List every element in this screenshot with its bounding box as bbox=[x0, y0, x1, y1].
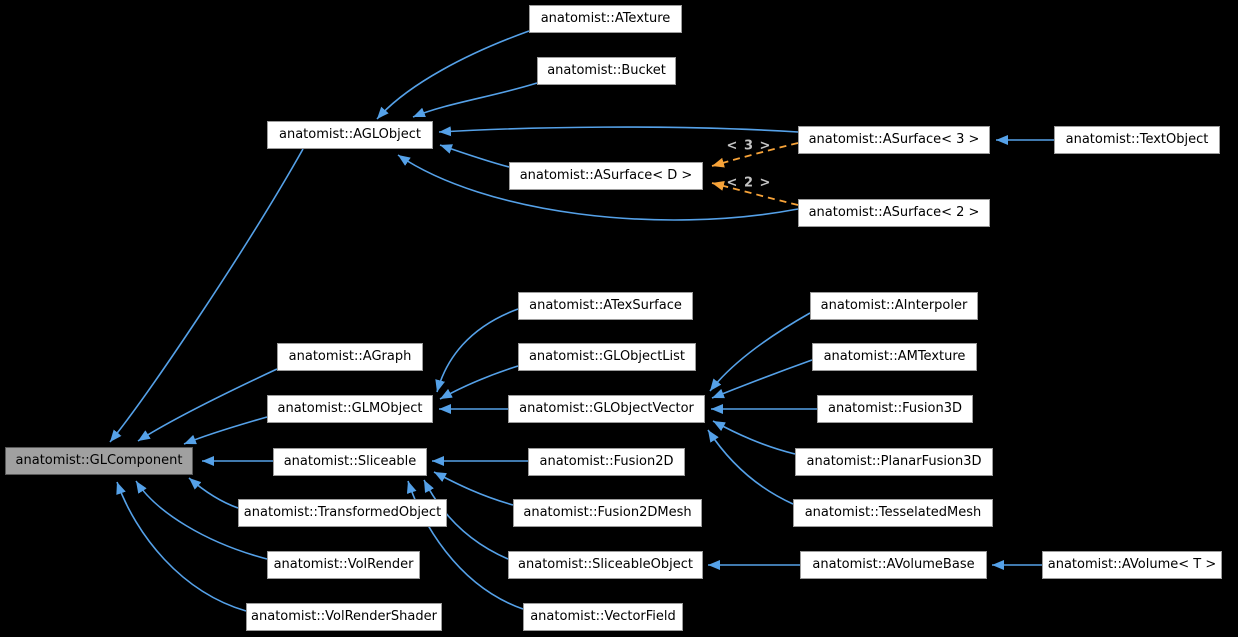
template-arg-label-2: < 2 > bbox=[726, 175, 772, 191]
node-anatomist-volrendershader[interactable]: anatomist::VolRenderShader bbox=[246, 603, 442, 631]
node-anatomist-asurface-3[interactable]: anatomist::ASurface< 3 > bbox=[798, 126, 990, 154]
node-anatomist-transformedobject[interactable]: anatomist::TransformedObject bbox=[238, 499, 447, 527]
node-anatomist-textobject[interactable]: anatomist::TextObject bbox=[1054, 126, 1220, 154]
edge-volrender-to-glcomponent bbox=[135, 480, 268, 560]
node-anatomist-planarfusion3d[interactable]: anatomist::PlanarFusion3D bbox=[795, 448, 993, 476]
node-anatomist-asurface-d[interactable]: anatomist::ASurface< D > bbox=[509, 162, 703, 190]
node-anatomist-aglobject[interactable]: anatomist::AGLObject bbox=[267, 121, 433, 149]
edge-glmobject-to-glcomponent bbox=[183, 416, 268, 445]
node-anatomist-atexsurface[interactable]: anatomist::ATexSurface bbox=[518, 292, 693, 320]
node-anatomist-vectorfield[interactable]: anatomist::VectorField bbox=[523, 603, 683, 631]
edge-bucket-to-aglobject bbox=[412, 82, 538, 118]
node-anatomist-volrender[interactable]: anatomist::VolRender bbox=[267, 551, 420, 579]
node-anatomist-avolumebase[interactable]: anatomist::AVolumeBase bbox=[800, 551, 987, 579]
edge-aglobject-to-glcomponent bbox=[109, 148, 304, 443]
edge-vectorfield-to-sliceable bbox=[406, 480, 524, 610]
edge-fusion2dmesh-to-sliceable bbox=[433, 471, 514, 506]
node-anatomist-avolume-t[interactable]: anatomist::AVolume< T > bbox=[1042, 551, 1222, 579]
edge-asurfaced-to-aglobject bbox=[439, 144, 510, 168]
node-anatomist-globjectvector[interactable]: anatomist::GLObjectVector bbox=[508, 395, 705, 423]
node-anatomist-fusion2dmesh[interactable]: anatomist::Fusion2DMesh bbox=[513, 499, 702, 527]
node-anatomist-ainterpoler[interactable]: anatomist::AInterpoler bbox=[810, 292, 978, 320]
node-anatomist-amtexture[interactable]: anatomist::AMTexture bbox=[812, 343, 977, 371]
node-anatomist-sliceable[interactable]: anatomist::Sliceable bbox=[273, 448, 427, 476]
edge-planarfusion3d-to-globjectvector bbox=[712, 420, 796, 455]
node-anatomist-tesselatedmesh[interactable]: anatomist::TesselatedMesh bbox=[793, 499, 993, 527]
node-anatomist-fusion2d[interactable]: anatomist::Fusion2D bbox=[528, 448, 685, 476]
node-anatomist-agraph[interactable]: anatomist::AGraph bbox=[277, 343, 423, 371]
edge-ainterpoler-to-globjectvector bbox=[709, 312, 811, 392]
node-anatomist-atexture[interactable]: anatomist::ATexture bbox=[529, 5, 682, 33]
edge-volrendershader-to-glcomponent bbox=[116, 481, 247, 612]
node-anatomist-fusion3d[interactable]: anatomist::Fusion3D bbox=[817, 395, 973, 423]
node-anatomist-globjectlist[interactable]: anatomist::GLObjectList bbox=[518, 343, 696, 371]
edge-asurface2-to-aglobject bbox=[397, 154, 799, 221]
node-anatomist-glcomponent: anatomist::GLComponent bbox=[5, 447, 193, 475]
edge-globjectlist-to-glmobject bbox=[439, 365, 519, 400]
edge-agraph-to-glcomponent bbox=[137, 368, 278, 442]
edge-amtexture-to-globjectvector bbox=[711, 359, 813, 399]
edge-sliceableobject-to-sliceable bbox=[423, 479, 509, 560]
node-anatomist-bucket[interactable]: anatomist::Bucket bbox=[537, 57, 676, 85]
node-anatomist-sliceableobject[interactable]: anatomist::SliceableObject bbox=[508, 551, 703, 579]
node-anatomist-glmobject[interactable]: anatomist::GLMObject bbox=[267, 395, 433, 423]
edge-atexsurface-to-glmobject bbox=[435, 308, 519, 393]
edge-asurface3-to-aglobject bbox=[438, 126, 799, 137]
node-anatomist-asurface-2[interactable]: anatomist::ASurface< 2 > bbox=[798, 199, 990, 227]
edge-transformedobject-to-glcomponent bbox=[188, 477, 239, 509]
edge-tesselatedmesh-to-globjectvector bbox=[707, 429, 794, 505]
edge-atexture-to-aglobject bbox=[376, 30, 530, 120]
template-arg-label-3: < 3 > bbox=[726, 138, 772, 154]
